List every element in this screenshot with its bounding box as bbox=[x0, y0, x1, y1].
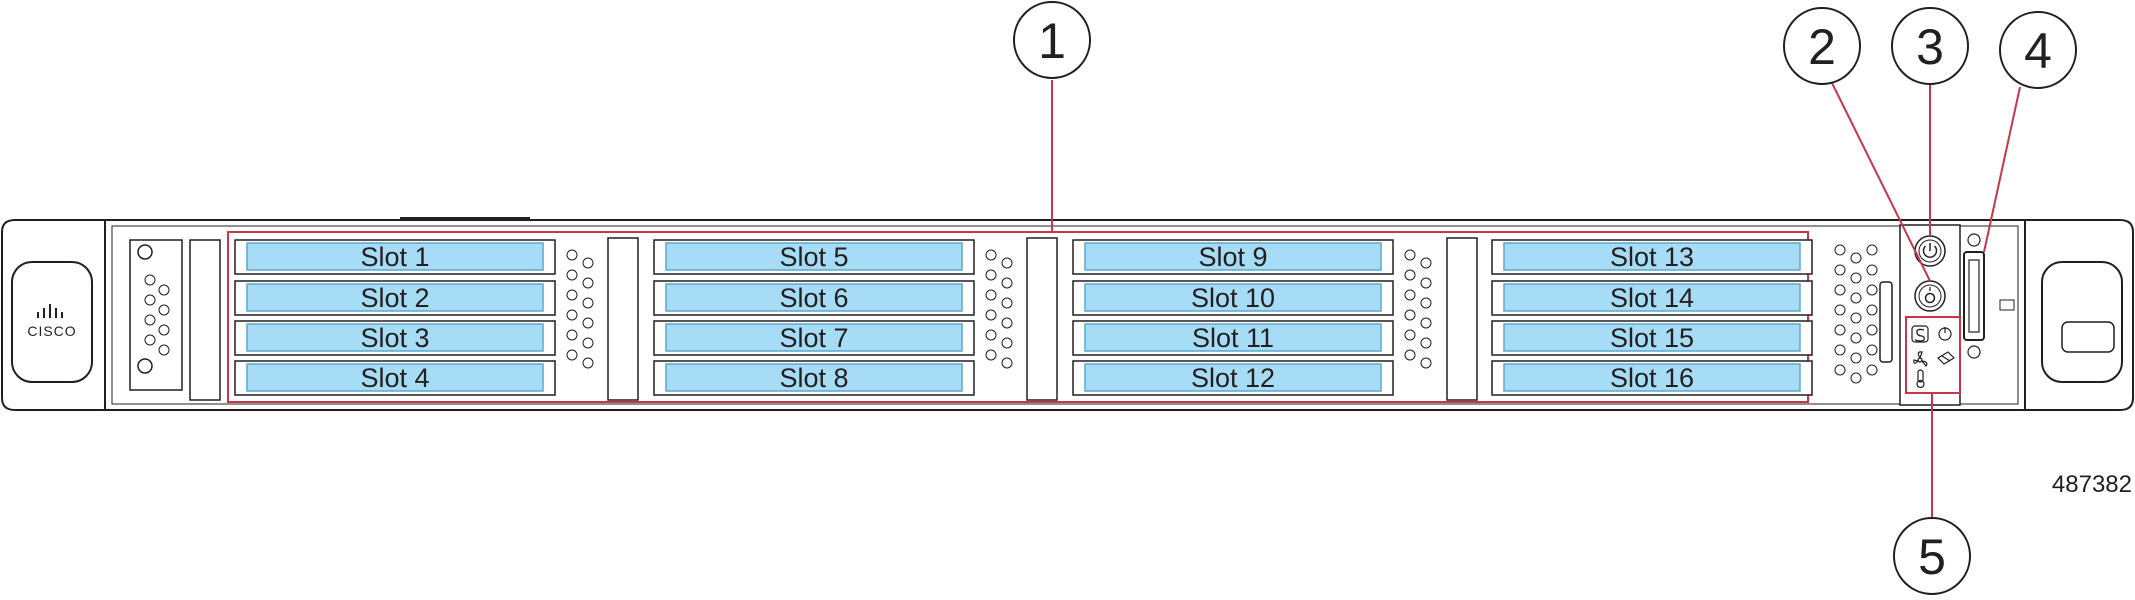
network-link-led-icon bbox=[1937, 351, 1955, 365]
drive-slot-9[interactable]: Slot 9 bbox=[1072, 239, 1394, 275]
callout-number: 5 bbox=[1918, 529, 1946, 585]
drive-slot-3[interactable]: Slot 3 bbox=[234, 320, 556, 356]
callout-2: 2 bbox=[1783, 7, 1861, 85]
system-status-led-icon bbox=[1911, 325, 1929, 343]
kvm-connector-icon[interactable] bbox=[1963, 233, 1985, 359]
slot-label: Slot 5 bbox=[779, 242, 848, 272]
drive-bays-highlight bbox=[227, 231, 1809, 403]
drive-slot-13[interactable]: Slot 13 bbox=[1491, 239, 1813, 275]
slot-label: Slot 11 bbox=[1192, 323, 1274, 353]
slot-label: Slot 9 bbox=[1198, 242, 1267, 272]
slot-label: Slot 3 bbox=[360, 323, 429, 353]
slot-label: Slot 16 bbox=[1610, 363, 1694, 393]
right-rack-ear bbox=[1999, 219, 2134, 411]
drive-slot-2[interactable]: Slot 2 bbox=[234, 280, 556, 316]
callout-4: 4 bbox=[1999, 11, 2077, 89]
drive-slot-4[interactable]: Slot 4 bbox=[234, 360, 556, 396]
callout-1: 1 bbox=[1013, 1, 1091, 79]
figure-id: 487382 bbox=[2052, 471, 2132, 498]
slot-label: Slot 8 bbox=[779, 363, 848, 393]
fan-status-led-icon bbox=[1913, 351, 1928, 367]
slot-label: Slot 6 bbox=[779, 283, 848, 313]
drive-slot-8[interactable]: Slot 8 bbox=[653, 360, 975, 396]
drive-slot-15[interactable]: Slot 15 bbox=[1491, 320, 1813, 356]
cisco-logo-text: CISCO bbox=[27, 323, 76, 339]
slot-label: Slot 4 bbox=[360, 363, 429, 393]
vent-grille bbox=[566, 244, 1878, 384]
drive-slot-1[interactable]: Slot 1 bbox=[234, 239, 556, 275]
power-supply-status-led-icon bbox=[1938, 327, 1952, 341]
callout-5: 5 bbox=[1893, 517, 1971, 595]
drive-slot-11[interactable]: Slot 11 bbox=[1072, 320, 1394, 356]
drive-slot-5[interactable]: Slot 5 bbox=[653, 239, 975, 275]
drive-slot-6[interactable]: Slot 6 bbox=[653, 280, 975, 316]
callout-number: 2 bbox=[1808, 19, 1836, 75]
temperature-status-led-icon bbox=[1916, 369, 1925, 389]
cisco-logo-icon: CISCO bbox=[27, 304, 76, 339]
slot-label: Slot 12 bbox=[1191, 363, 1275, 393]
drive-slot-16[interactable]: Slot 16 bbox=[1491, 360, 1813, 396]
callout-number: 4 bbox=[2024, 23, 2052, 79]
slot-label: Slot 7 bbox=[779, 323, 848, 353]
callout-lines bbox=[1051, 80, 2021, 534]
drive-slot-14[interactable]: Slot 14 bbox=[1491, 280, 1813, 316]
callout-3: 3 bbox=[1891, 7, 1969, 85]
slot-label: Slot 13 bbox=[1610, 242, 1694, 272]
slot-label: Slot 2 bbox=[360, 283, 429, 313]
slot-label: Slot 10 bbox=[1191, 283, 1275, 313]
slot-label: Slot 1 bbox=[360, 242, 429, 272]
left-rack-ear bbox=[1, 219, 106, 411]
unit-id-button-icon[interactable] bbox=[1914, 280, 1946, 312]
drive-slot-12[interactable]: Slot 12 bbox=[1072, 360, 1394, 396]
slot-label: Slot 15 bbox=[1610, 323, 1694, 353]
drive-slot-10[interactable]: Slot 10 bbox=[1072, 280, 1394, 316]
drive-slot-7[interactable]: Slot 7 bbox=[653, 320, 975, 356]
bay-dividers bbox=[607, 237, 1478, 401]
left-vent-section bbox=[129, 239, 221, 401]
slot-label: Slot 14 bbox=[1610, 283, 1694, 313]
callout-number: 3 bbox=[1916, 19, 1944, 75]
callout-number: 1 bbox=[1038, 13, 1066, 69]
